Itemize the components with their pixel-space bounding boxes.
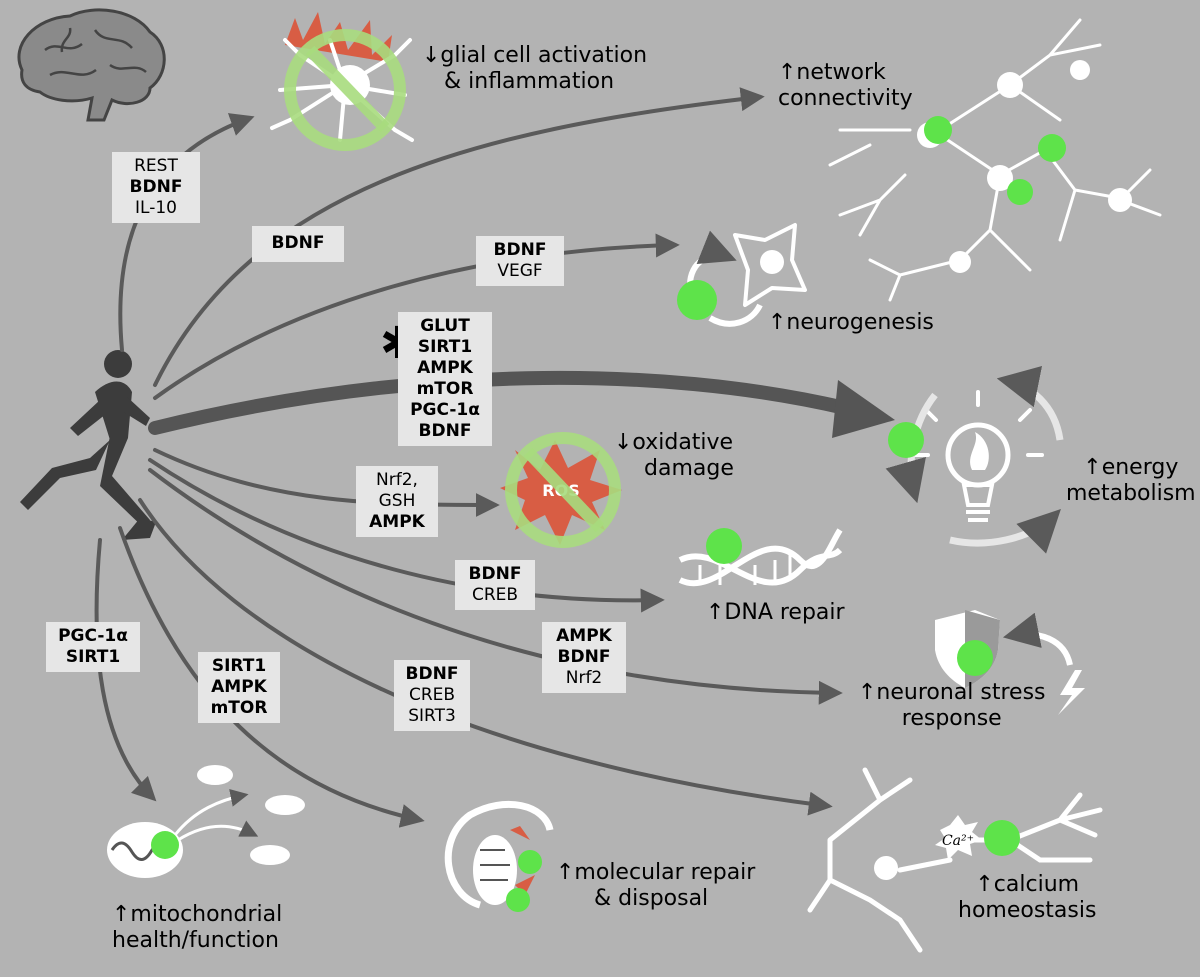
network-green-markers <box>924 116 1066 205</box>
outcome-molecular: ↑molecular repair & disposal <box>556 860 755 912</box>
outcome-stress-2: response <box>901 706 1002 731</box>
outcome-glial: ↓glial cell activation & inflammation <box>422 43 647 95</box>
mediator-stress-1: AMPK <box>556 626 612 646</box>
calcium-ion-icon: Ca²⁺ <box>874 815 1020 880</box>
mediator-stress-3: Nrf2 <box>565 668 603 688</box>
mediator-glial-3: IL-10 <box>135 198 177 218</box>
mediator-box-calcium: BDNF CREB SIRT3 <box>394 660 470 731</box>
outcome-energy-1: ↑energy <box>1083 455 1179 480</box>
mediator-box-energy: GLUT SIRT1 AMPK mTOR PGC-1α BDNF <box>398 312 492 446</box>
outcome-energy-2: metabolism <box>1066 481 1196 506</box>
lightbulb-icon <box>885 366 1064 554</box>
mediator-oxidative-1: Nrf2, <box>376 470 418 490</box>
mediator-neurogenesis-2: VEGF <box>497 261 543 281</box>
outcome-network: ↑network connectivity <box>778 60 913 112</box>
mediator-network-1: BDNF <box>271 233 325 253</box>
outcome-network-2: connectivity <box>778 86 913 111</box>
arrow-network <box>153 87 765 387</box>
mitochondria-icon <box>107 765 305 878</box>
arrow-molecular <box>118 526 425 828</box>
mediator-molecular-3: mTOR <box>210 698 268 718</box>
outcome-calcium-1: ↑calcium <box>975 872 1080 897</box>
pathway-arrows <box>94 87 895 828</box>
arrow-oxidative <box>153 448 500 517</box>
glial-inflammation-icon <box>270 12 414 151</box>
arrow-neurogenesis <box>153 233 680 400</box>
mediator-box-stress: AMPK BDNF Nrf2 <box>542 622 626 693</box>
mediator-glial-1: REST <box>134 156 178 176</box>
outcome-glial-1: ↓glial cell activation <box>422 43 648 68</box>
mediator-box-molecular: SIRT1 AMPK mTOR <box>198 652 280 723</box>
mediator-dna-1: BDNF <box>468 564 522 584</box>
mediator-energy-2: SIRT1 <box>417 337 473 357</box>
outcome-oxidative-1: ↓oxidative <box>614 430 734 455</box>
mediator-neurogenesis-1: BDNF <box>493 240 547 260</box>
mediator-molecular-1: SIRT1 <box>211 656 267 676</box>
neuron-body-icons <box>917 60 1132 273</box>
mediator-energy-6: BDNF <box>418 421 472 441</box>
outcome-calcium-2: homeostasis <box>958 898 1097 923</box>
outcome-oxidative-2: damage <box>644 456 734 481</box>
runner-icon <box>20 350 156 540</box>
shield-lightning-icon <box>935 610 1085 715</box>
neurogenesis-icon <box>677 223 807 327</box>
outcome-glial-2: & inflammation <box>444 69 615 94</box>
arrow-energy <box>148 370 852 435</box>
outcome-stress-1: ↑neuronal stress <box>858 680 1046 705</box>
arrow-mito <box>94 538 157 802</box>
outcome-mito-1: ↑mitochondrial <box>112 902 283 927</box>
outcome-calcium: ↑calcium homeostasis <box>958 872 1096 924</box>
outcome-molecular-1: ↑molecular repair <box>556 860 756 885</box>
mediator-energy-4: mTOR <box>416 379 474 399</box>
arrow-dna <box>148 458 665 613</box>
outcome-network-1: ↑network <box>778 60 886 85</box>
mediator-oxidative-3: AMPK <box>369 512 425 532</box>
mediator-energy-1: GLUT <box>420 316 470 336</box>
mediator-box-mito: PGC-1α SIRT1 <box>46 622 140 672</box>
mediator-mito-1: PGC-1α <box>58 626 128 646</box>
calcium-neuron-icon <box>807 767 1103 953</box>
neuron-network-icon <box>828 18 1162 302</box>
molecular-repair-icon <box>444 800 554 912</box>
mediator-molecular-2: AMPK <box>211 677 267 697</box>
outcome-mito: ↑mitochondrial health/function <box>112 902 282 954</box>
brain-icon <box>17 8 166 122</box>
mediator-box-glial: REST BDNF IL-10 <box>112 152 200 223</box>
mediator-calcium-2: CREB <box>408 685 456 705</box>
outcome-neurogenesis: ↑neurogenesis <box>768 310 934 336</box>
outcome-stress: ↑neuronal stress response <box>858 680 1046 732</box>
outcome-oxidative: ↓oxidative damage <box>614 430 734 482</box>
mediator-box-network: BDNF <box>252 226 344 262</box>
outcome-dna-1: ↑DNA repair <box>706 600 845 625</box>
mediator-oxidative-2: GSH <box>378 491 416 511</box>
dna-icon <box>678 528 843 587</box>
mediator-glial-2: BDNF <box>129 177 183 197</box>
outcome-energy: ↑energy metabolism <box>1066 455 1196 507</box>
mediator-dna-2: CREB <box>471 585 519 605</box>
mediator-calcium-3: SIRT3 <box>408 706 456 726</box>
mediator-box-neurogenesis: BDNF VEGF <box>476 236 564 286</box>
outcome-dna: ↑DNA repair <box>706 600 845 626</box>
mediator-box-oxidative: Nrf2, GSH AMPK <box>356 466 438 537</box>
outcome-mito-2: health/function <box>112 928 279 953</box>
arrow-stress <box>148 468 843 705</box>
mediator-energy-3: AMPK <box>417 358 473 378</box>
arrow-calcium <box>138 498 833 816</box>
ros-icon: ROS <box>500 432 622 548</box>
arrow-energy-head <box>832 380 895 438</box>
mediator-stress-2: BDNF <box>557 647 611 667</box>
calcium-ion-text: Ca²⁺ <box>942 833 974 849</box>
mediator-box-dna: BDNF CREB <box>455 560 535 610</box>
outcome-molecular-2: & disposal <box>594 886 709 911</box>
mediator-calcium-1: BDNF <box>405 664 459 684</box>
mediator-mito-2: SIRT1 <box>65 647 121 667</box>
outcome-neurogenesis-1: ↑neurogenesis <box>768 310 934 335</box>
mediator-energy-5: PGC-1α <box>410 400 480 420</box>
